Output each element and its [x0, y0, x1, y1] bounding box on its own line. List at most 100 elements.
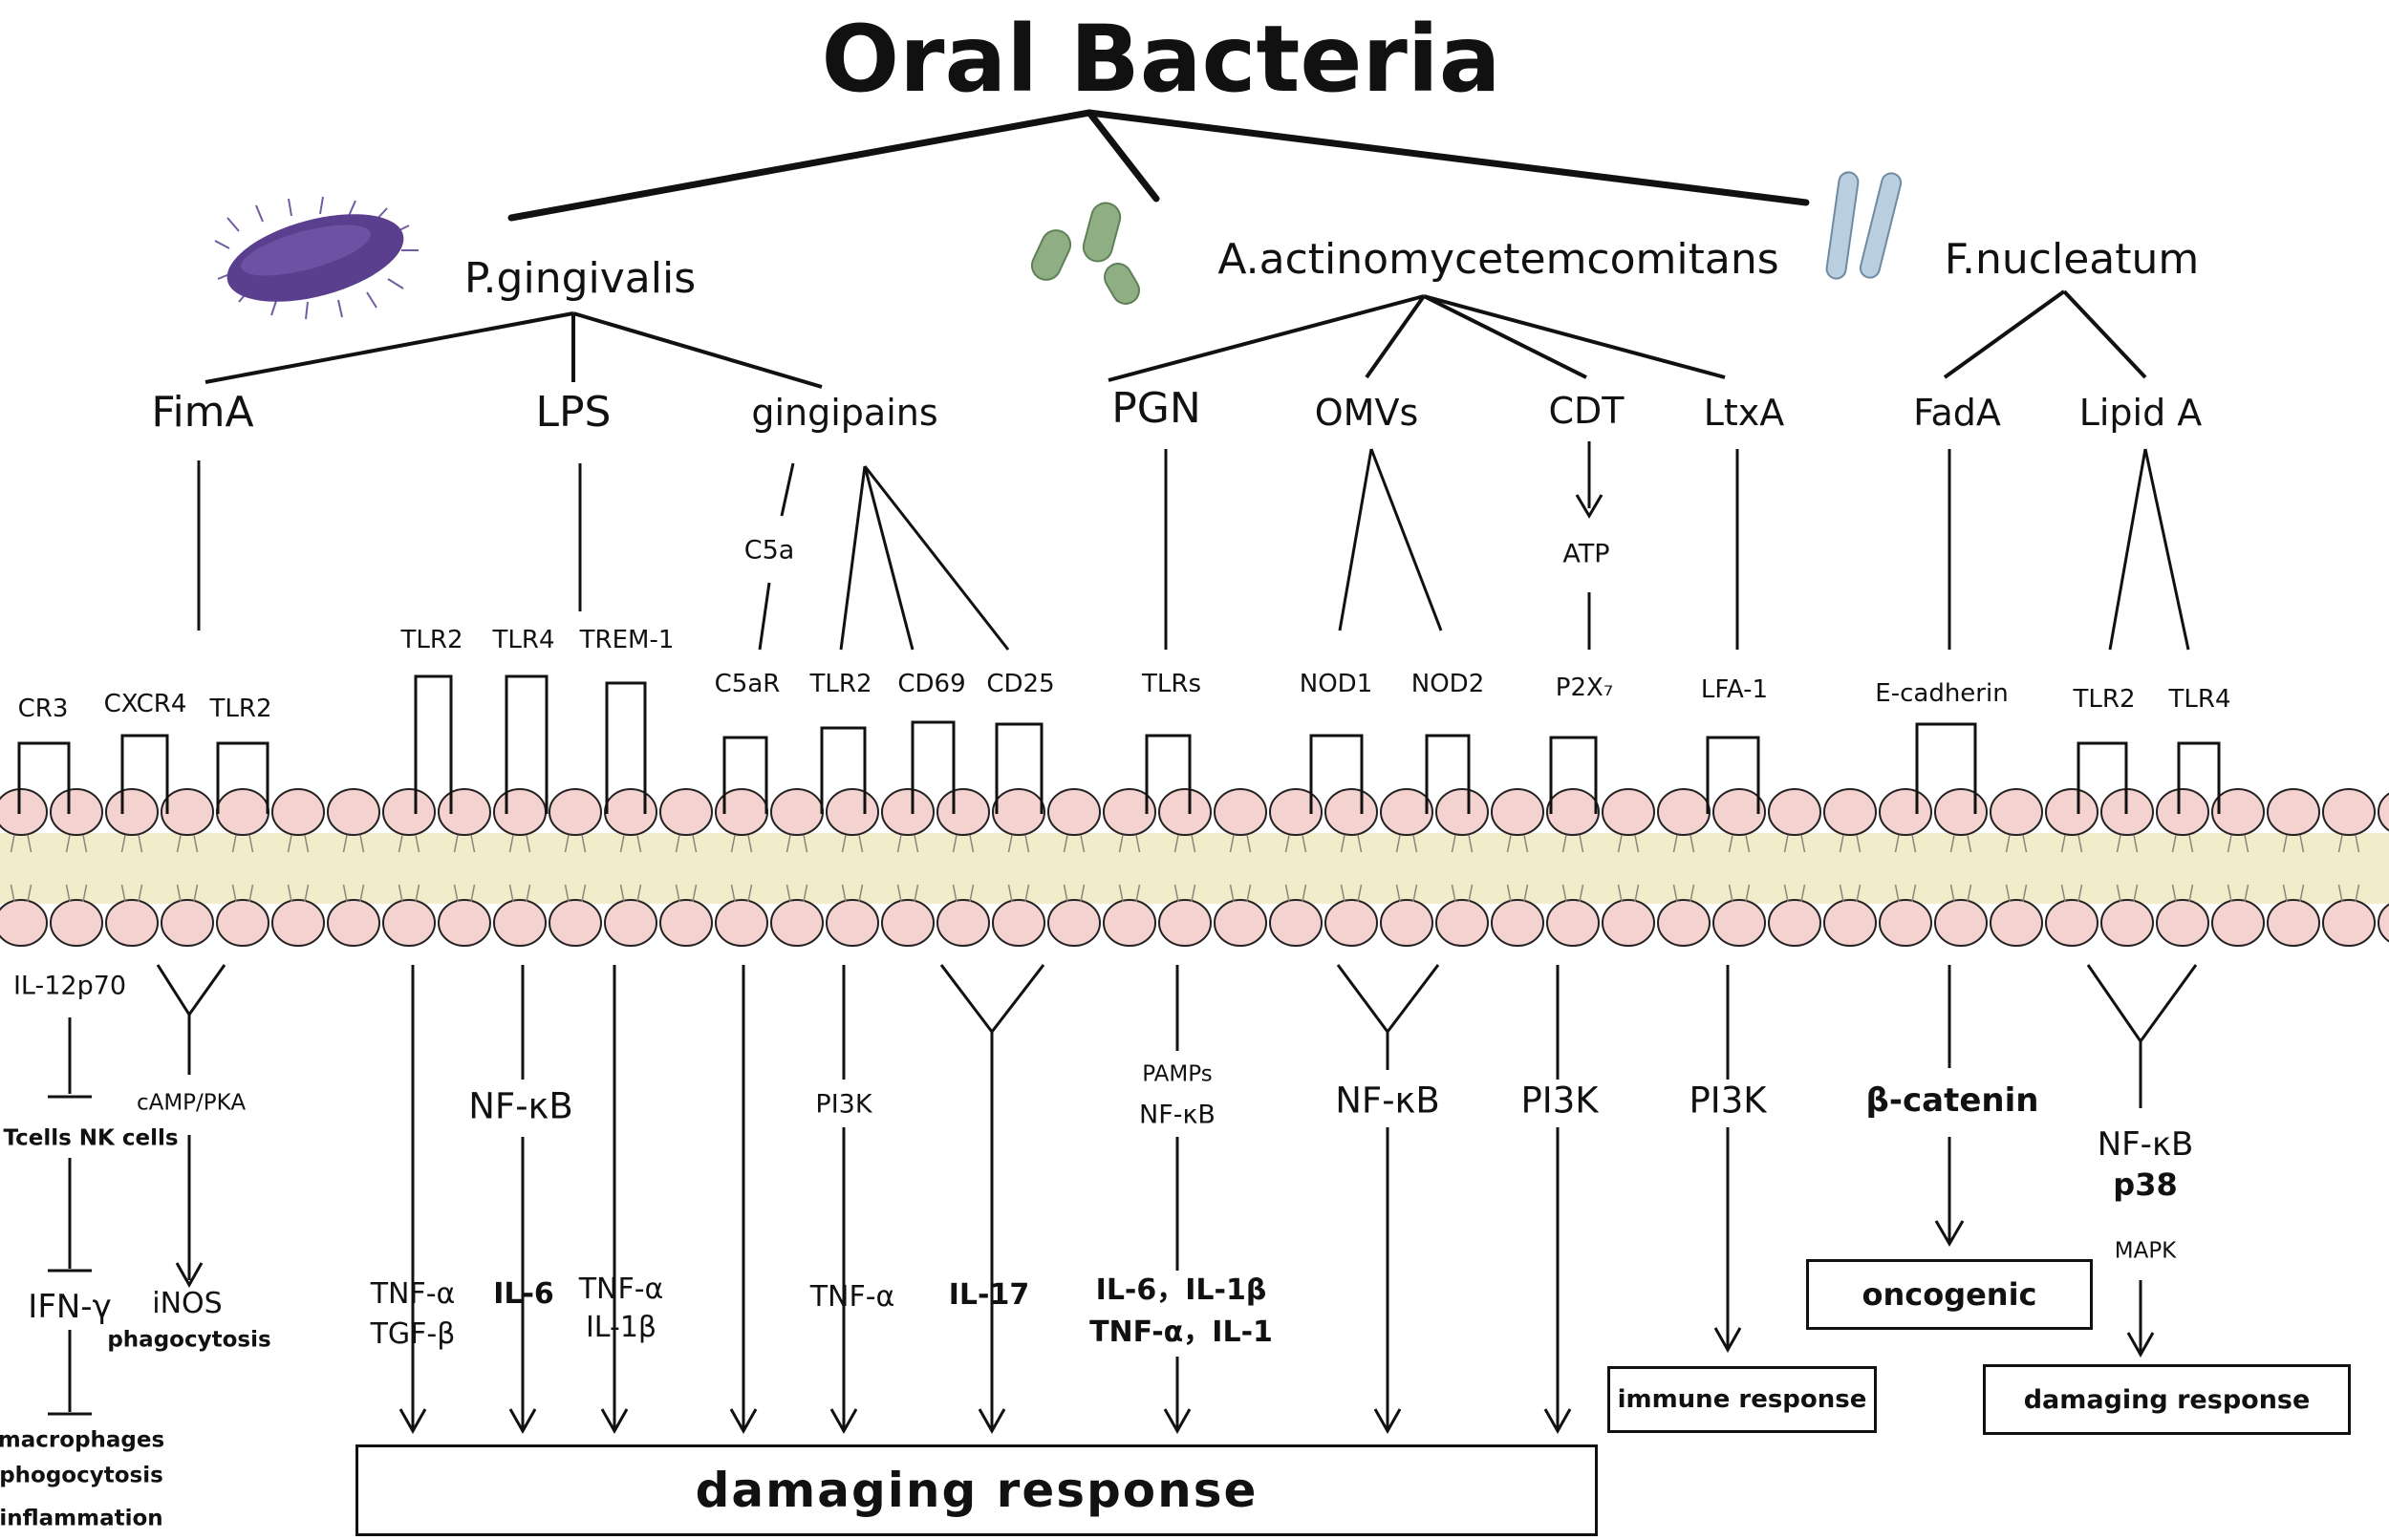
membrane-lipid-tail [914, 884, 919, 903]
membrane-lipid-tail [2060, 884, 2066, 903]
membrane-lipid-head [2267, 899, 2320, 947]
membrane-lipid-tail [526, 834, 531, 853]
membrane-lipid-head [1768, 899, 1821, 947]
membrane-lipid-tail [1634, 884, 1640, 903]
membrane-lipid-head [2322, 899, 2376, 947]
membrane-lipid-tail [2355, 834, 2360, 853]
membrane-lipid-tail [1672, 834, 1678, 853]
signal-nfkb-lps: NF-κB [468, 1085, 573, 1127]
membrane-lipid-tail [1173, 834, 1179, 853]
membrane-lipid-head [1047, 788, 1101, 836]
membrane-lipid-head [1602, 899, 1655, 947]
membrane-lipid-tail [636, 884, 642, 903]
membrane-lipid-tail [398, 884, 403, 903]
membrane-lipid-head [1158, 788, 1212, 836]
membrane-lipid-tail [1561, 884, 1567, 903]
tree-connectors [507, 109, 1810, 222]
output-il6-il1b: IL-6，IL-1β [1095, 1273, 1267, 1307]
receptor-tlrs: TLRs [1142, 670, 1201, 698]
membrane-lipid-head [161, 899, 214, 947]
membrane-lipid-tail [1506, 884, 1512, 903]
membrane-lipid-head [1823, 899, 1877, 947]
box-oncogenic-label: oncogenic [1862, 1276, 2037, 1313]
membrane-lipid-tail [692, 834, 698, 853]
membrane-lipid-tail [1024, 834, 1030, 853]
factor-omvs: OMVs [1314, 392, 1419, 434]
membrane-lipid-tail [858, 884, 864, 903]
membrane-lipid-tail [1229, 884, 1235, 903]
receptor-c5ar: C5aR [714, 670, 781, 698]
membrane-lipid-tail [747, 884, 753, 903]
membrane-lipid-tail [2188, 884, 2194, 903]
membrane-lipid-tail [1357, 884, 1363, 903]
membrane-lipid-head [493, 899, 547, 947]
membrane-lipid-tail [138, 884, 143, 903]
membrane-lipid-head [936, 899, 990, 947]
membrane-lipid-tail [1523, 834, 1529, 853]
receptor-p2x7: P2X₇ [1555, 674, 1614, 702]
branch-connectors [204, 289, 2147, 389]
bacterium-pg: P.gingivalis [463, 254, 697, 303]
box-immune-response-label: immune response [1617, 1385, 1867, 1414]
membrane-lipid-tail [2244, 834, 2249, 853]
membrane-lipid-head [1546, 899, 1600, 947]
box-damaging-response-fn-label: damaging response [2023, 1384, 2311, 1415]
membrane-lipid-tail [1024, 884, 1030, 903]
membrane-lipid-tail [2171, 884, 2177, 903]
membrane-lipid-tail [2060, 834, 2066, 853]
membrane-lipid-head [1158, 899, 1212, 947]
membrane-lipid-head [715, 899, 768, 947]
membrane-lipid-head [1712, 788, 1766, 836]
membrane-lipid-tail [636, 834, 642, 853]
membrane-lipid-tail [65, 884, 71, 903]
output-phogocytosis: phogocytosis [0, 1463, 163, 1488]
membrane-lipid-tail [803, 884, 808, 903]
membrane-lipid-head [1657, 788, 1711, 836]
membrane-lipid-tail [1173, 884, 1179, 903]
membrane-lipid-tail [231, 834, 237, 853]
membrane-lipid-tail [1284, 884, 1290, 903]
membrane-lipid-head [1934, 788, 1988, 836]
membrane-lipid-head [1657, 899, 1711, 947]
membrane-lipid-tail [1340, 834, 1345, 853]
membrane-lipid-head [161, 788, 214, 836]
membrane-lipid-tail [2077, 834, 2083, 853]
membrane-lipid-tail [287, 884, 292, 903]
membrane-lipid-tail [952, 834, 958, 853]
membrane-tails [10, 834, 2360, 903]
membrane-lipid-tail [1451, 834, 1456, 853]
factor-gingipains: gingipains [751, 392, 938, 434]
membrane-lipid-head [2267, 788, 2320, 836]
membrane-lipid-head [881, 788, 935, 836]
membrane-lipid-tail [1080, 834, 1086, 853]
membrane-lipid-head [105, 899, 159, 947]
membrane-lipid-tail [2282, 834, 2288, 853]
membrane-lipid-tail [2355, 884, 2360, 903]
membrane-lipid-tail [1063, 834, 1068, 853]
membrane-lipid-head [659, 788, 713, 836]
membrane-lipid-tail [1783, 884, 1789, 903]
membrane-lipid-tail [1191, 884, 1196, 903]
membrane-lipid-tail [2337, 834, 2343, 853]
membrane-lipid-tail [1135, 884, 1141, 903]
membrane-lipid-tail [10, 884, 15, 903]
membrane-lipid-tail [1579, 884, 1584, 903]
box-damaging-response-fn: damaging response [1983, 1364, 2351, 1435]
membrane-lipid-head [1602, 788, 1655, 836]
membrane-lipid-head [0, 788, 48, 836]
receptor-cd69: CD69 [897, 670, 966, 698]
membrane-lipid-tail [581, 834, 587, 853]
membrane-lipid-tail [1468, 884, 1474, 903]
signal-p38: p38 [2113, 1166, 2178, 1203]
membrane-lipid-tail [10, 834, 15, 853]
factor-cdt: CDT [1548, 390, 1625, 432]
membrane-lipid-head [2156, 899, 2209, 947]
membrane-lipid-head [0, 899, 48, 947]
signal-pi3k-gingipains: PI3K [815, 1089, 872, 1120]
membrane-lipid-head [770, 788, 824, 836]
membrane-lipid-tail [564, 884, 570, 903]
membrane-lipid-head [1546, 788, 1600, 836]
membrane-lipid-tail [1135, 834, 1141, 853]
membrane-lipid-head [881, 899, 935, 947]
